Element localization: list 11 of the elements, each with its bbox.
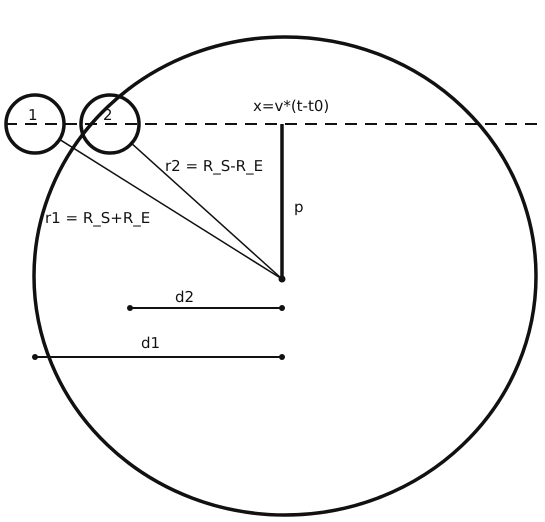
dimension-label: d2 [175,290,194,305]
edge-label: r2 = R_S-R_E [165,159,264,174]
position-label: x=v*(t-t0) [253,99,330,114]
centre-point [279,276,285,282]
radius-line [132,144,280,278]
dimension-label: p [294,200,304,215]
circle-node [5,94,65,154]
node-number: 1 [28,108,38,123]
edge-label: r1 = R_S+R_E [45,211,150,226]
radius-line [60,139,280,278]
dimension-label: d1 [141,336,160,351]
